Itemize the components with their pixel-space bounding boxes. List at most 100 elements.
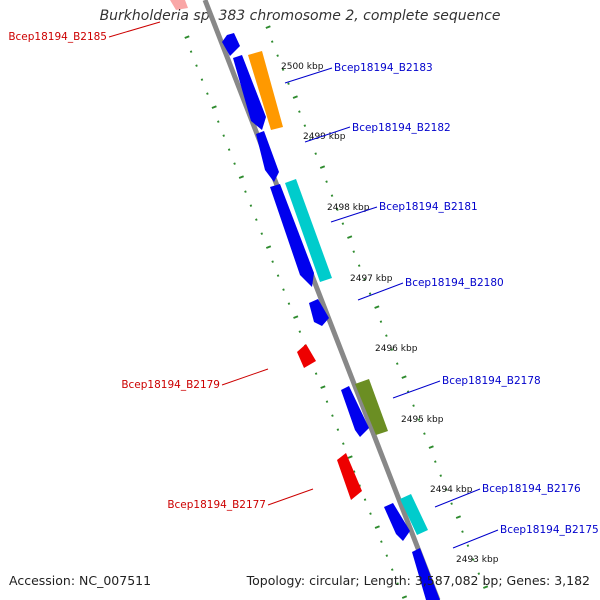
ruler-tick — [434, 460, 437, 463]
ruler-tick — [195, 64, 198, 67]
ruler-tick — [374, 305, 380, 309]
reverse-features — [170, 0, 362, 500]
ruler-tick — [314, 152, 317, 155]
reverse-gene-arrow-faded[interactable] — [170, 0, 188, 10]
gene-label-b2182[interactable]: Bcep18194_B2182 — [352, 122, 451, 134]
ruler-tick — [395, 362, 399, 365]
cds-arrow[interactable] — [341, 386, 369, 437]
ruler-tick — [282, 288, 285, 291]
leader-line — [392, 380, 441, 399]
cds-arrow[interactable] — [309, 299, 329, 326]
leader-line — [452, 529, 499, 549]
cds-arrow[interactable] — [233, 55, 266, 130]
topology-summary: Topology: circular; Length: 3,587,082 bp… — [246, 573, 590, 588]
leader-line — [304, 126, 351, 143]
ruler-tick — [347, 455, 353, 459]
ruler-tick — [255, 218, 258, 221]
ruler-tick — [265, 25, 271, 29]
ruler-ticks — [184, 25, 489, 599]
ruler-tick — [227, 148, 231, 151]
ruler-tick — [428, 445, 434, 449]
ruler-tick — [369, 512, 372, 515]
ruler-tick — [238, 175, 244, 179]
chromosome-backbone — [202, 0, 441, 600]
gene-arrow-cyan[interactable] — [400, 494, 428, 535]
ruler-tick — [233, 162, 236, 165]
ruler-tick — [249, 204, 253, 207]
leader-line — [330, 206, 378, 223]
ruler-tick — [281, 68, 285, 71]
ruler-tick — [374, 525, 380, 529]
ruler-tick — [450, 502, 453, 505]
ruler-tick — [211, 105, 217, 109]
ruler-tick — [341, 222, 345, 225]
gene-label-b2178[interactable]: Bcep18194_B2178 — [442, 375, 541, 387]
kbp-label: 2496 kbp — [375, 344, 418, 354]
gene-label-b2185[interactable]: Bcep18194_B2185 — [8, 31, 107, 43]
ruler-tick — [412, 404, 415, 407]
ruler-tick — [455, 515, 462, 519]
cds-arrow[interactable] — [256, 131, 279, 182]
ruler-tick — [265, 245, 272, 249]
ruler-tick — [379, 320, 383, 323]
ruler-tick — [336, 428, 340, 431]
ruler-tick — [477, 572, 481, 575]
ruler-tick — [303, 124, 307, 127]
forward-gene-labels: Bcep18194_B2183 Bcep18194_B2182 Bcep1819… — [284, 62, 599, 549]
gene-label-b2175[interactable]: Bcep18194_B2175 — [500, 524, 599, 536]
gene-arrow-olive[interactable] — [355, 379, 388, 435]
ruler-tick — [270, 40, 274, 43]
leader-line — [108, 21, 161, 38]
scale-labels: 2500 kbp 2499 kbp 2498 kbp 2497 kbp 2496… — [281, 62, 499, 565]
ruler-tick — [385, 554, 389, 557]
ruler-tick — [401, 375, 407, 379]
leader-line — [357, 282, 404, 301]
gene-label-b2180[interactable]: Bcep18194_B2180 — [405, 277, 504, 289]
ruler-tick — [287, 82, 290, 85]
ruler-tick — [380, 540, 383, 543]
gene-label-b2177[interactable]: Bcep18194_B2177 — [167, 499, 266, 511]
ruler-tick — [385, 334, 388, 337]
gene-label-b2181[interactable]: Bcep18194_B2181 — [379, 201, 478, 213]
ruler-tick — [314, 372, 318, 375]
ruler-tick — [466, 544, 470, 547]
ruler-tick — [439, 474, 443, 477]
ruler-tick — [406, 390, 410, 393]
ruler-tick — [363, 278, 366, 281]
ruler-tick — [330, 194, 334, 197]
reverse-gene-arrow[interactable] — [337, 453, 362, 500]
cds-arrow[interactable] — [412, 548, 440, 600]
ruler-tick — [444, 488, 448, 491]
map-title: Burkholderia sp. 383 chromosome 2, compl… — [99, 8, 501, 24]
gene-label-b2179[interactable]: Bcep18194_B2179 — [121, 379, 220, 391]
kbp-label: 2498 kbp — [327, 203, 370, 213]
cds-arrow[interactable] — [270, 184, 314, 287]
ruler-tick — [357, 264, 361, 267]
reverse-gene-arrow[interactable] — [297, 344, 316, 368]
ruler-tick — [390, 348, 394, 351]
accession-text: Accession: NC_007511 — [9, 573, 152, 588]
gene-label-b2176[interactable]: Bcep18194_B2176 — [482, 483, 581, 495]
ruler-tick — [417, 418, 421, 421]
ruler-tick — [287, 302, 291, 305]
ruler-tick — [271, 260, 274, 263]
ruler-tick — [423, 432, 426, 435]
cds-arrow[interactable] — [222, 33, 240, 56]
ruler-tick — [298, 330, 302, 333]
leader-line — [221, 368, 269, 386]
gene-arrow-cyan[interactable] — [285, 179, 332, 282]
cds-arrow[interactable] — [384, 503, 410, 541]
kbp-label: 2493 kbp — [456, 555, 499, 565]
leader-line — [284, 67, 333, 84]
ruler-tick — [325, 400, 329, 403]
ruler-tick — [347, 235, 353, 239]
ruler-tick — [482, 585, 489, 589]
ruler-tick — [292, 95, 298, 99]
ruler-tick — [276, 54, 279, 57]
kbp-label: 2495 kbp — [401, 415, 444, 425]
gene-label-b2183[interactable]: Bcep18194_B2183 — [334, 62, 433, 74]
kbp-label: 2497 kbp — [350, 274, 393, 284]
gene-arrow-orange[interactable] — [248, 51, 283, 130]
ruler-tick — [363, 498, 367, 501]
